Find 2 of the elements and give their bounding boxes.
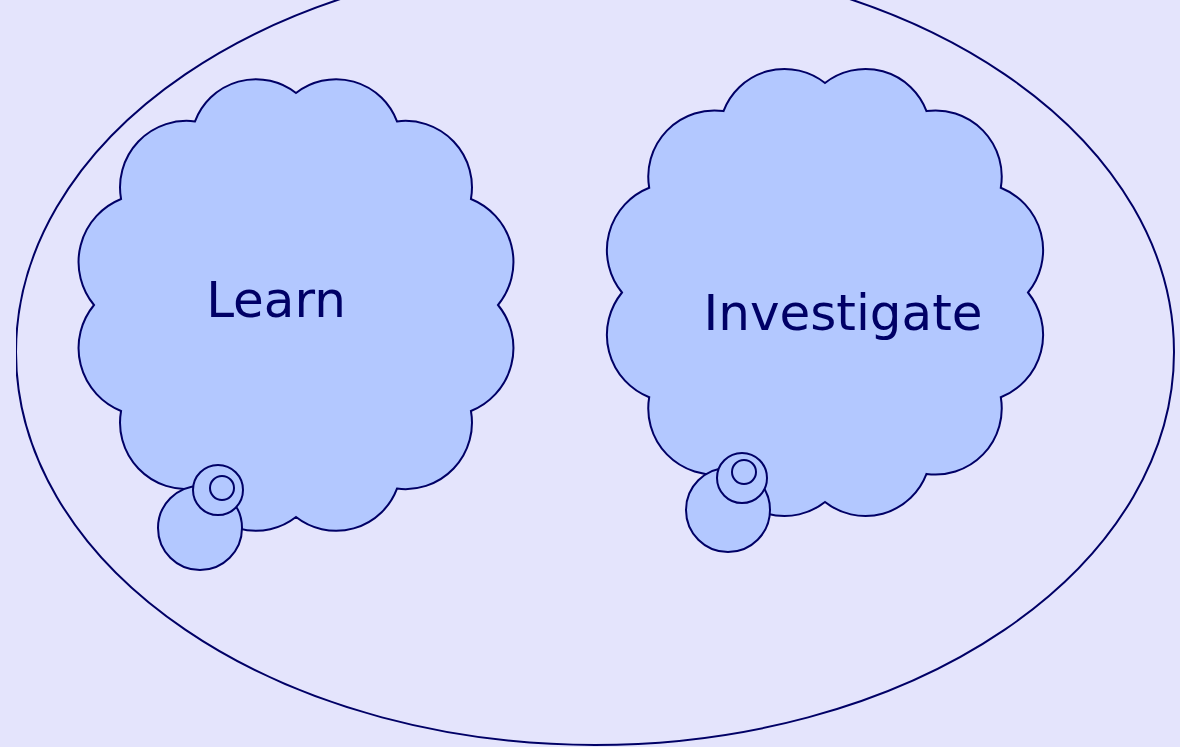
cloud-label: Investigate bbox=[703, 283, 983, 342]
cloud-label: Learn bbox=[206, 271, 346, 329]
